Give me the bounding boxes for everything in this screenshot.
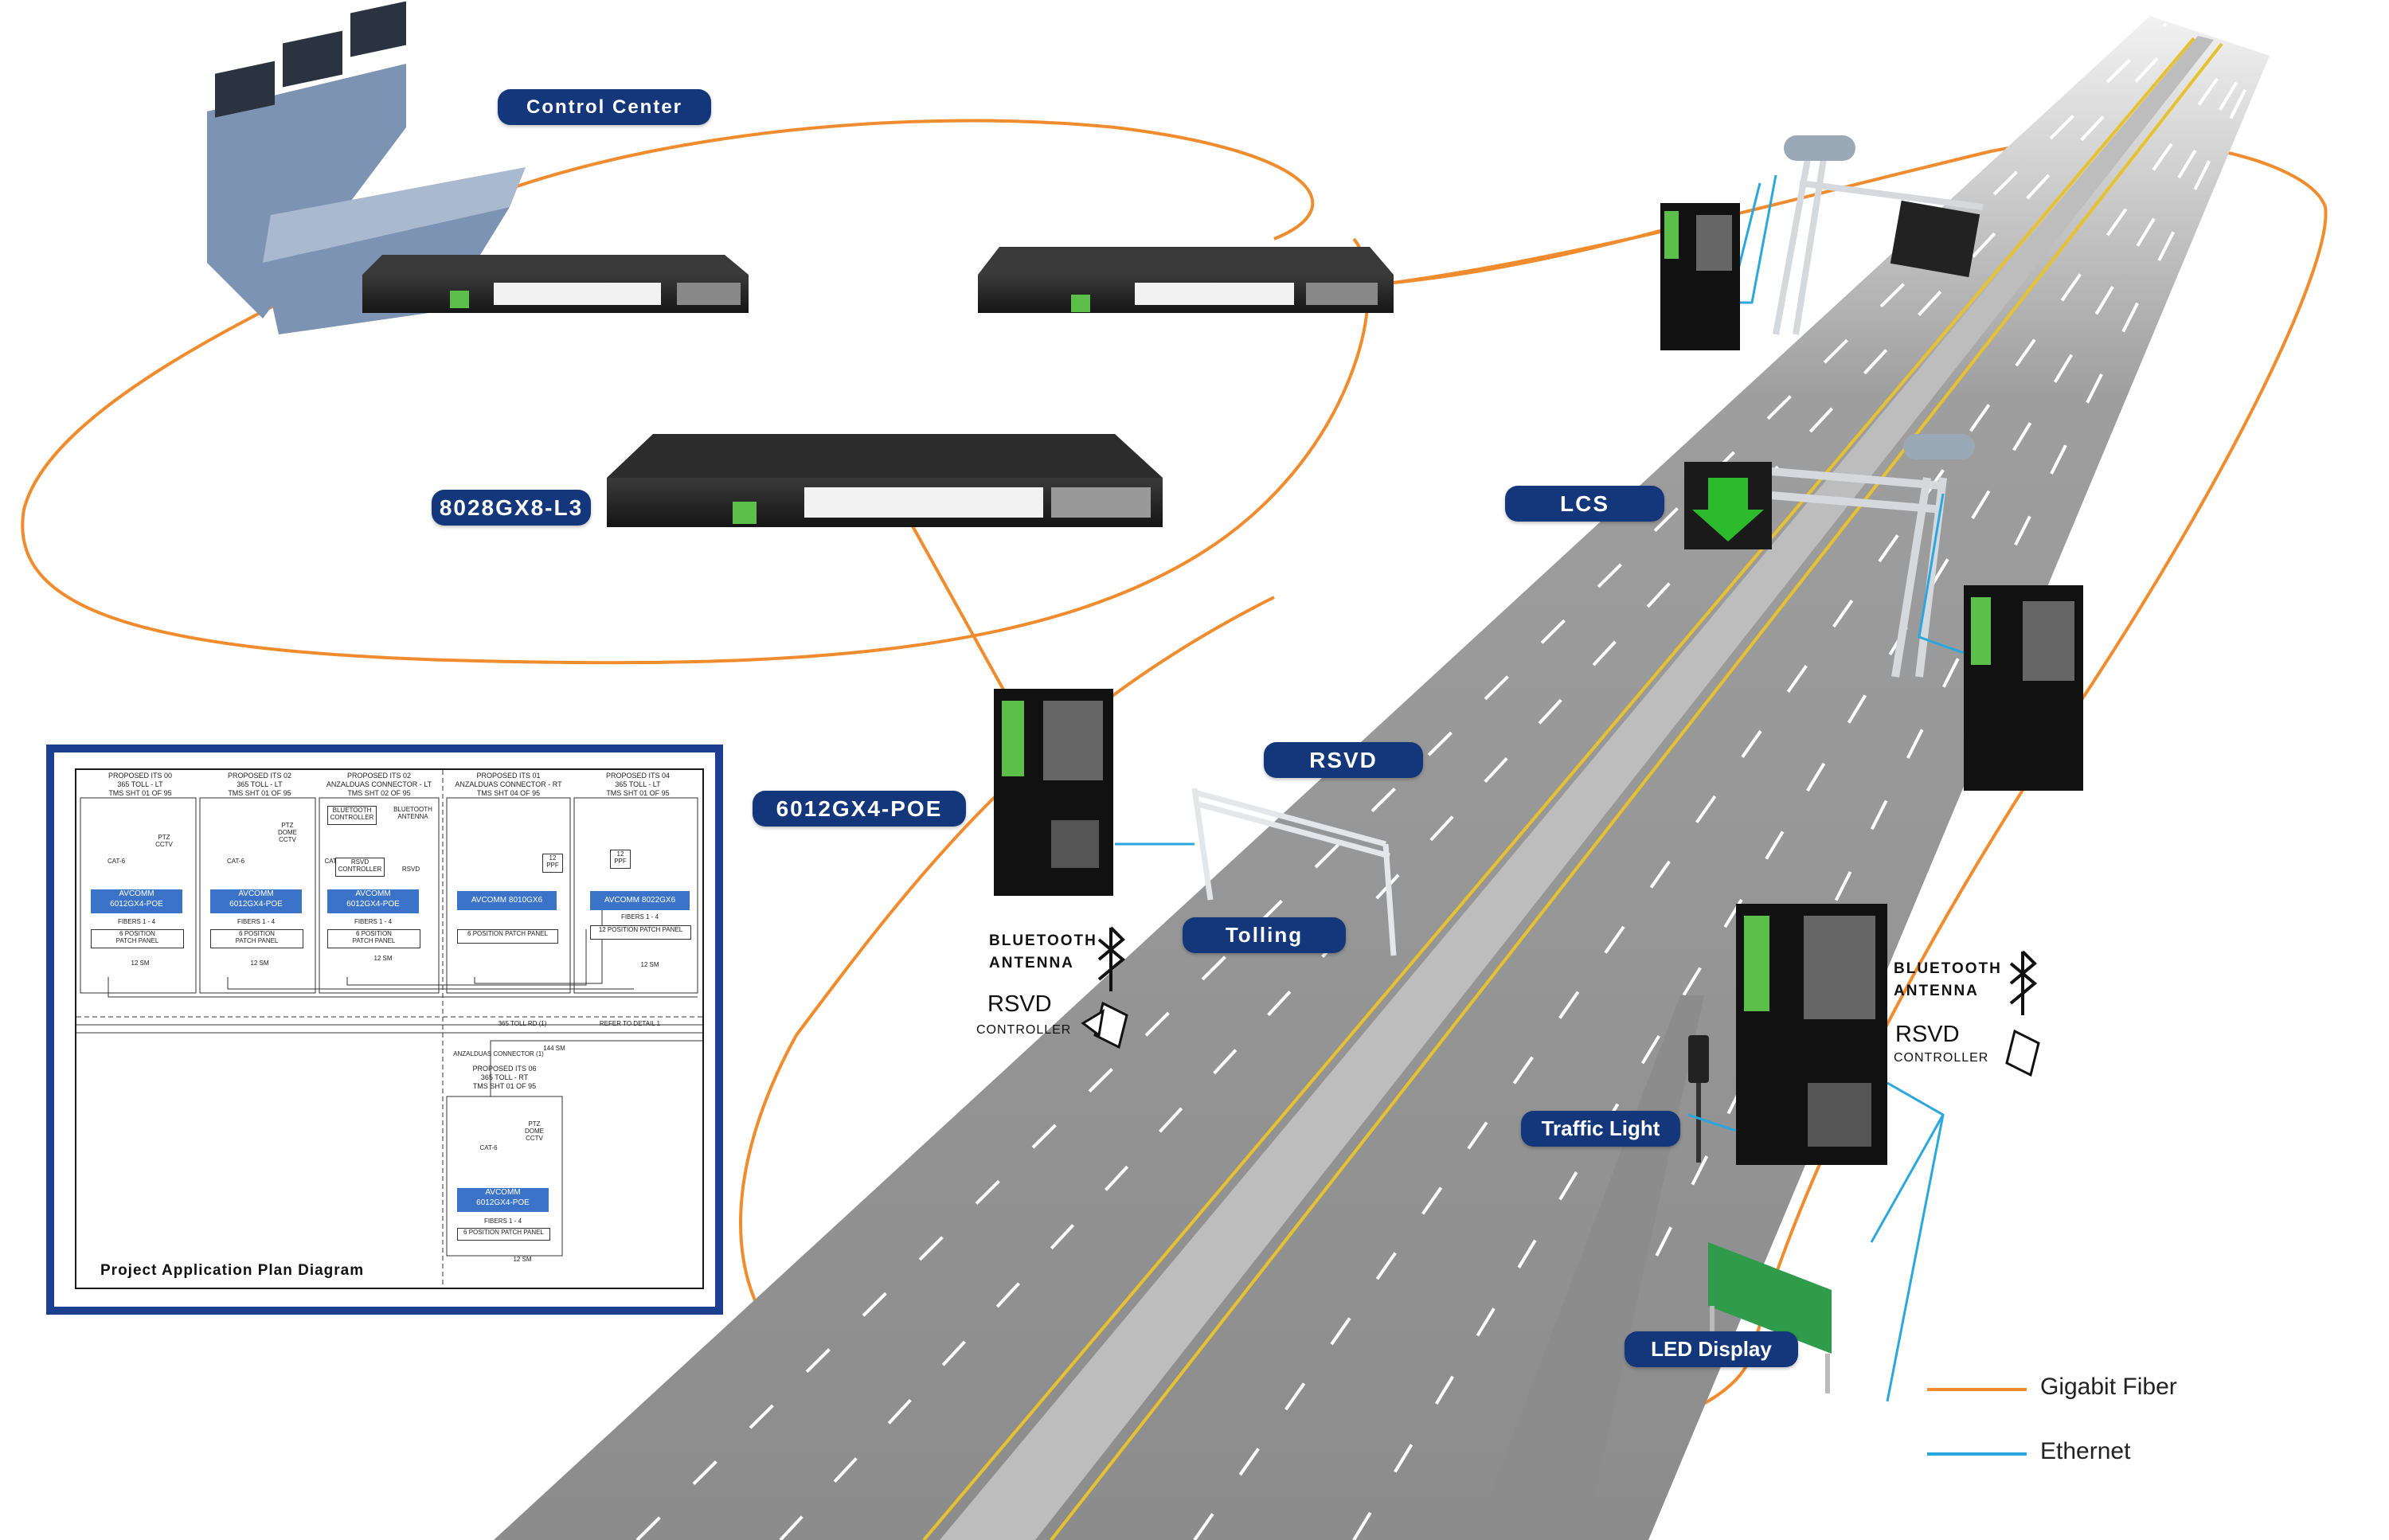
rack-switch-2 [978, 247, 1394, 313]
plan-note-sm3: 12 SM [373, 955, 393, 962]
plan-col-2-fibers: FIBERS 1 - 4 [354, 918, 393, 925]
plan-note-sm2: 12 SM [250, 960, 269, 967]
bluetooth-antenna-label-left: BLUETOOTH ANTENNA [989, 932, 1097, 971]
fiber-to-top [1393, 221, 1689, 284]
label-lcs: LCS [1505, 486, 1664, 522]
fiber-ring-left [21, 237, 1370, 665]
din-switch-top [1660, 203, 1740, 350]
rsvd-controller-icon-right [2005, 1029, 2040, 1077]
top-vms-sign [1890, 200, 1980, 278]
din-switch-left [994, 689, 1113, 896]
label-led-display: LED Display [1625, 1331, 1798, 1367]
plan-note-sm4: 12 SM [640, 961, 659, 968]
road-surface [494, 16, 2270, 1540]
legend-lines [1927, 1388, 2027, 1456]
din-switch-main [1736, 904, 1887, 1165]
label-traffic-light: Traffic Light [1521, 1111, 1680, 1147]
plan-title: Project Application Plan Diagram [100, 1262, 365, 1279]
rsvd-controller-icon-left [1081, 1001, 1128, 1049]
plan-note-toll: 365 TOLL RD (1) [498, 1020, 547, 1027]
label-core-switch: 8028GX8-L3 [432, 490, 591, 526]
label-rsvd: RSVD [1264, 742, 1423, 778]
bluetooth-icon-right [2009, 950, 2038, 1015]
legend-gigabit-fiber: Gigabit Fiber [2040, 1374, 2177, 1400]
label-control-center: Control Center [498, 89, 711, 125]
plan-bottom-cat: CAT-6 [479, 1144, 498, 1151]
label-tolling: Tolling [1183, 917, 1346, 953]
fiber-ring-top [397, 119, 1315, 240]
plan-note-sm5: 144 SM [543, 1045, 565, 1052]
traffic-light [1688, 1035, 1709, 1163]
rsvd-label-right: RSVD [1895, 1022, 1960, 1047]
plan-col-4-panel: 12 POSITION PATCH PANEL [590, 925, 691, 940]
lcs-gantry [1751, 466, 1947, 678]
plan-lines [76, 770, 702, 1288]
plan-col-3-panel: 6 POSITION PATCH PANEL [457, 929, 558, 944]
camera-lcs [1903, 434, 1975, 459]
top-gantry [1773, 158, 1984, 335]
legend-ethernet: Ethernet [2040, 1438, 2131, 1464]
rsvd-label-left: RSVD [987, 991, 1052, 1017]
plan-col-1-cat: CAT-6 [226, 858, 245, 865]
plan-col-2-rsvd: RSVD [401, 866, 420, 873]
label-edge-switch: 6012GX4-POE [753, 791, 966, 827]
plan-bottom-panel: 6 POSITION PATCH PANEL [457, 1228, 550, 1241]
plan-note-anz: ANZALDUAS CONNECTOR (1) [453, 1050, 544, 1057]
plan-col-0-cat: CAT-6 [107, 858, 126, 865]
din-switch-right [1964, 585, 2083, 791]
camera-top [1784, 135, 1855, 161]
plan-col-4-fibers: FIBERS 1 - 4 [620, 913, 659, 920]
controller-label-right: CONTROLLER [1894, 1051, 1989, 1065]
bluetooth-icon-left [1097, 926, 1126, 991]
plan-note-sm6: 12 SM [513, 1256, 532, 1263]
tolling-gantry [1191, 788, 1397, 956]
plan-col-3-device: AVCOMM 8010GX6 [457, 891, 557, 910]
plan-col-2-cat: CAT-6 [324, 858, 342, 865]
rack-switch-1 [362, 255, 749, 313]
rack-switch-main [607, 434, 1163, 527]
plan-note-refer: REFER TO DETAIL 1 [599, 1020, 661, 1027]
road-median [940, 36, 2214, 1540]
controller-label-left: CONTROLLER [976, 1023, 1072, 1037]
plan-col-1-fibers: FIBERS 1 - 4 [237, 918, 276, 925]
plan-bottom-fibers: FIBERS 1 - 4 [483, 1218, 522, 1225]
plan-col-4-device: AVCOMM 8022GX6 [590, 891, 690, 910]
plan-col-0-fibers: FIBERS 1 - 4 [117, 918, 156, 925]
plan-note-sm1: 12 SM [131, 960, 150, 967]
lcs-sign [1684, 462, 1772, 549]
bluetooth-antenna-label-right: BLUETOOTH ANTENNA [1894, 960, 2002, 999]
